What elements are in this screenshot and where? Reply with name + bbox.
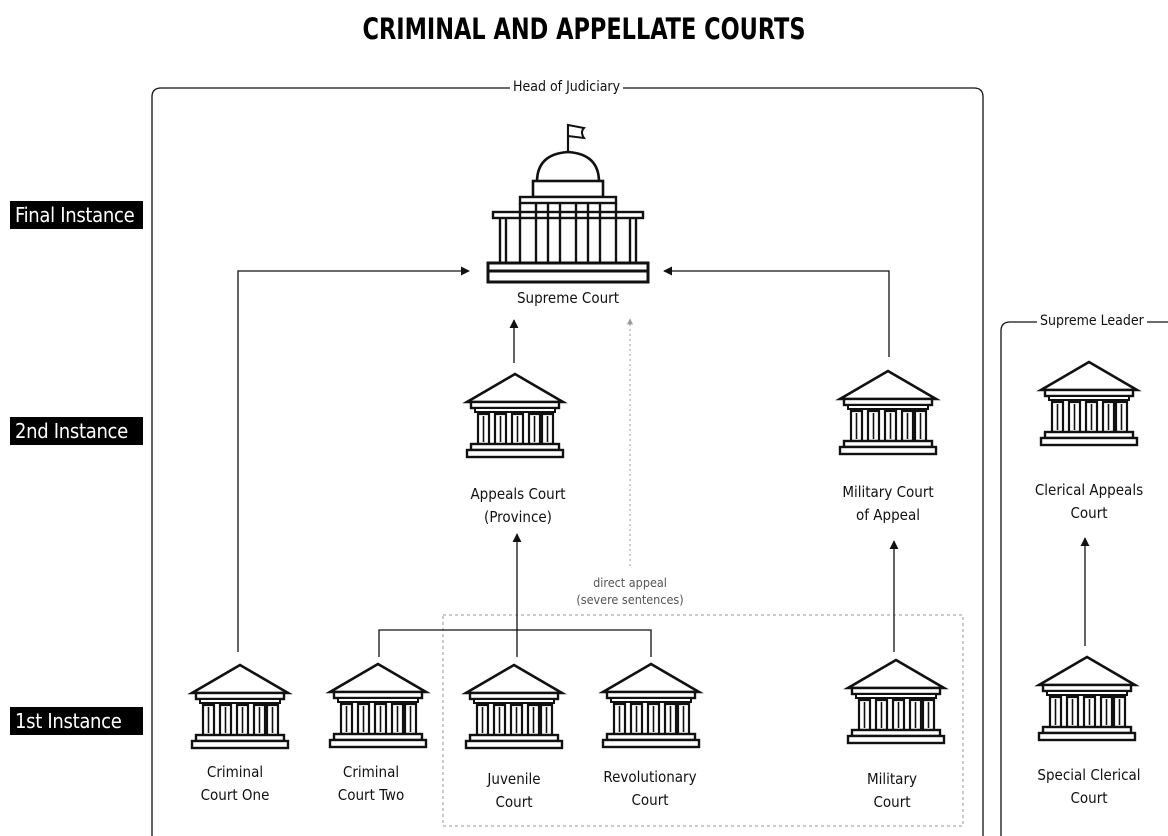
frame-label-judiciary: Head of Judiciary: [510, 79, 624, 95]
courthouse-icon-military: [846, 658, 946, 745]
special-courts-dashed-box: [442, 614, 964, 827]
courthouse-icon-criminal-one: [190, 663, 290, 750]
courthouse-icon-appeals: [465, 372, 565, 459]
courthouse-icon-military-appeal: [838, 369, 938, 456]
arrow-military-appeal-to-supreme: [663, 266, 890, 357]
tier-label-final: Final Instance: [10, 201, 143, 229]
courthouse-icon-juvenile: [464, 663, 564, 750]
page-title: CRIMINAL AND APPELLATE COURTS: [362, 12, 806, 46]
supreme-leader-frame: [1000, 321, 1168, 836]
tier-label-first: 1st Instance: [10, 707, 143, 735]
capitol-dome-icon: [486, 123, 650, 284]
courthouse-icon-clerical-appeals: [1039, 360, 1139, 447]
courthouse-icon-special-clerical: [1037, 655, 1137, 742]
label-supreme-court: Supreme Court: [516, 289, 620, 307]
label-appeals-court: Appeals Court(Province): [470, 485, 566, 526]
courthouse-icon-revolutionary: [601, 662, 701, 749]
bracket-criminal-two-revolutionary: [378, 629, 652, 657]
courthouse-icon-criminal-two: [328, 662, 428, 749]
tier-label-second: 2nd Instance: [10, 417, 143, 445]
arrow-criminal-one-to-supreme: [237, 266, 470, 652]
note-direct-appeal: direct appeal(severe sentences): [576, 575, 684, 607]
frame-label-supreme-leader: Supreme Leader: [1037, 313, 1147, 329]
